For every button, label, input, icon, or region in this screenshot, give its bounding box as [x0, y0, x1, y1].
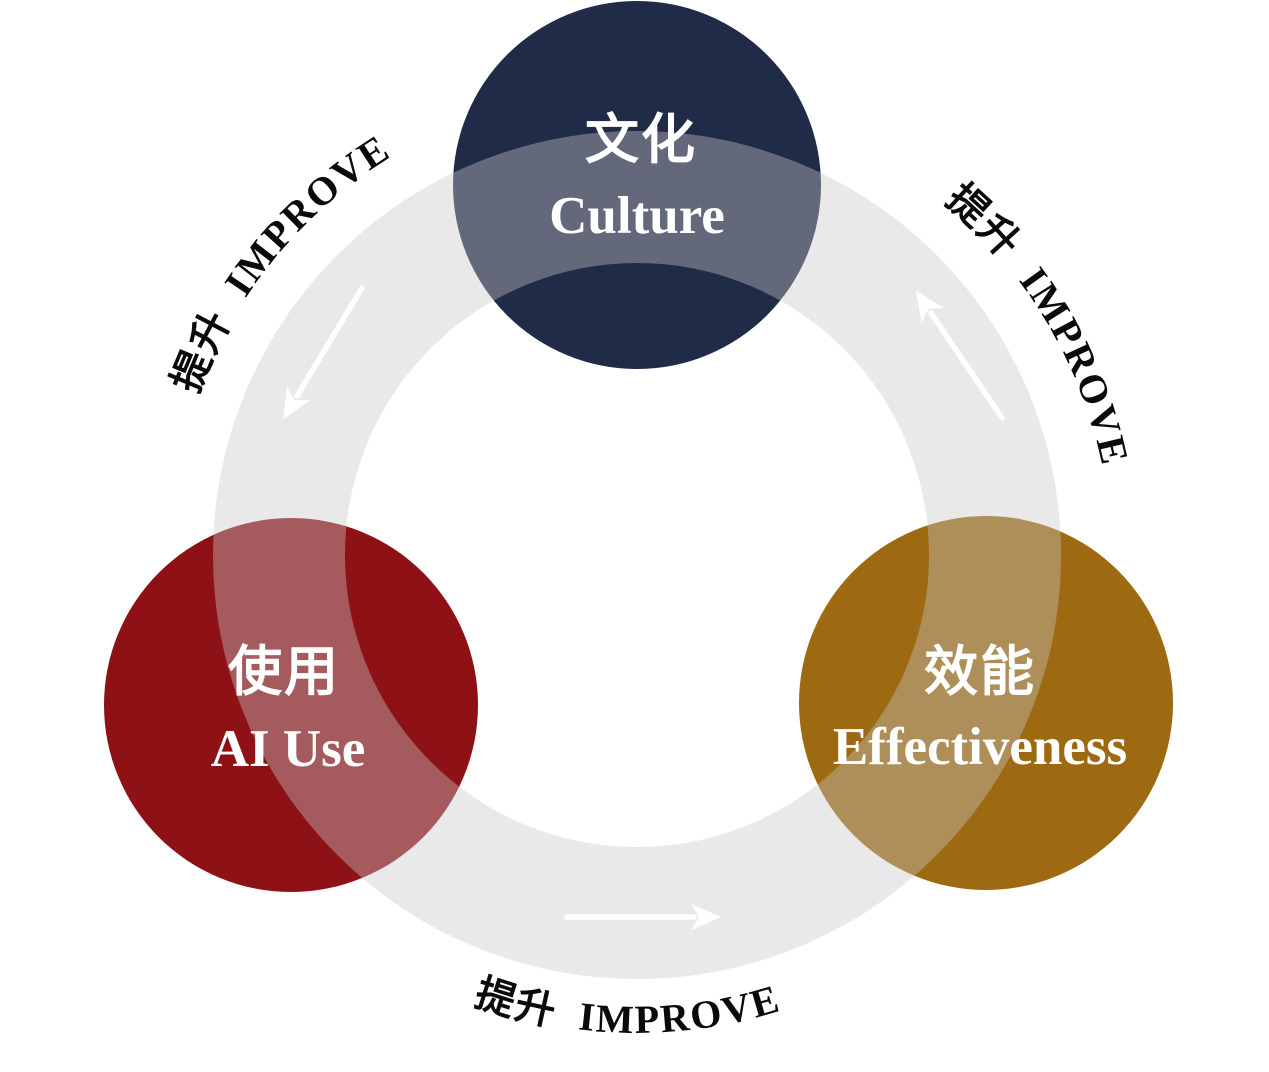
- cycle-ring: [213, 131, 1061, 979]
- culture-label-en: Culture: [549, 187, 725, 245]
- ai-use-label-zh: 使用: [228, 640, 340, 703]
- effectiveness-node-circle: [799, 516, 1173, 890]
- ai-use-label-en: AI Use: [211, 720, 366, 778]
- culture-label-zh: 文化: [585, 108, 697, 171]
- effectiveness-label-en: Effectiveness: [833, 718, 1127, 776]
- culture-node-circle: [453, 1, 821, 369]
- arrow-culture-to-ai-use: [282, 285, 365, 420]
- edge-label-bottom-text: 提升 IMPROVE: [470, 970, 783, 1042]
- arrow-effectiveness-to-culture: [915, 290, 1005, 421]
- edge-label-bottom: 提升 IMPROVE: [470, 970, 785, 1042]
- ai-use-node-circle: [104, 518, 478, 892]
- effectiveness-label-zh: 效能: [924, 640, 1036, 703]
